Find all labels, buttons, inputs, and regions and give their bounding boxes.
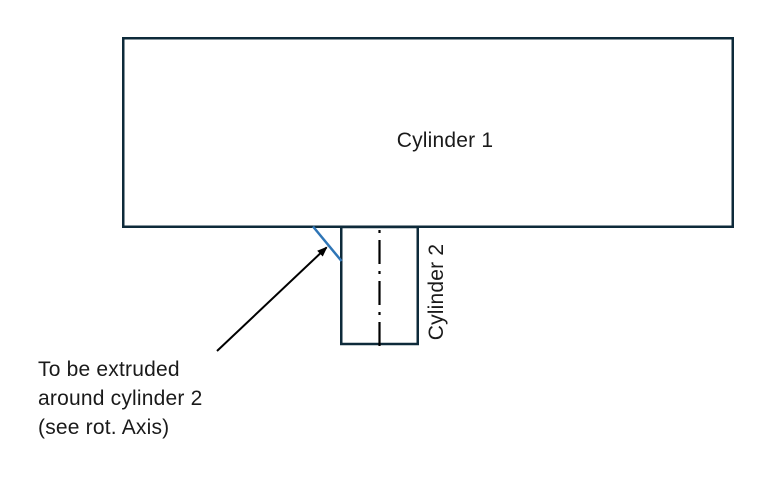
chamfer-line <box>312 225 343 262</box>
annotation-arrow <box>216 246 328 352</box>
annotation-line-2: around cylinder 2 <box>38 387 203 410</box>
cylinder2-label: Cylinder 2 <box>425 243 448 341</box>
annotation-text: To be extruded around cylinder 2 (see ro… <box>38 355 203 442</box>
cylinder1-shape <box>122 37 734 228</box>
cylinder1-label: Cylinder 1 <box>396 129 494 152</box>
annotation-line-3: (see rot. Axis) <box>38 416 170 439</box>
annotation-line-1: To be extruded <box>38 358 180 381</box>
